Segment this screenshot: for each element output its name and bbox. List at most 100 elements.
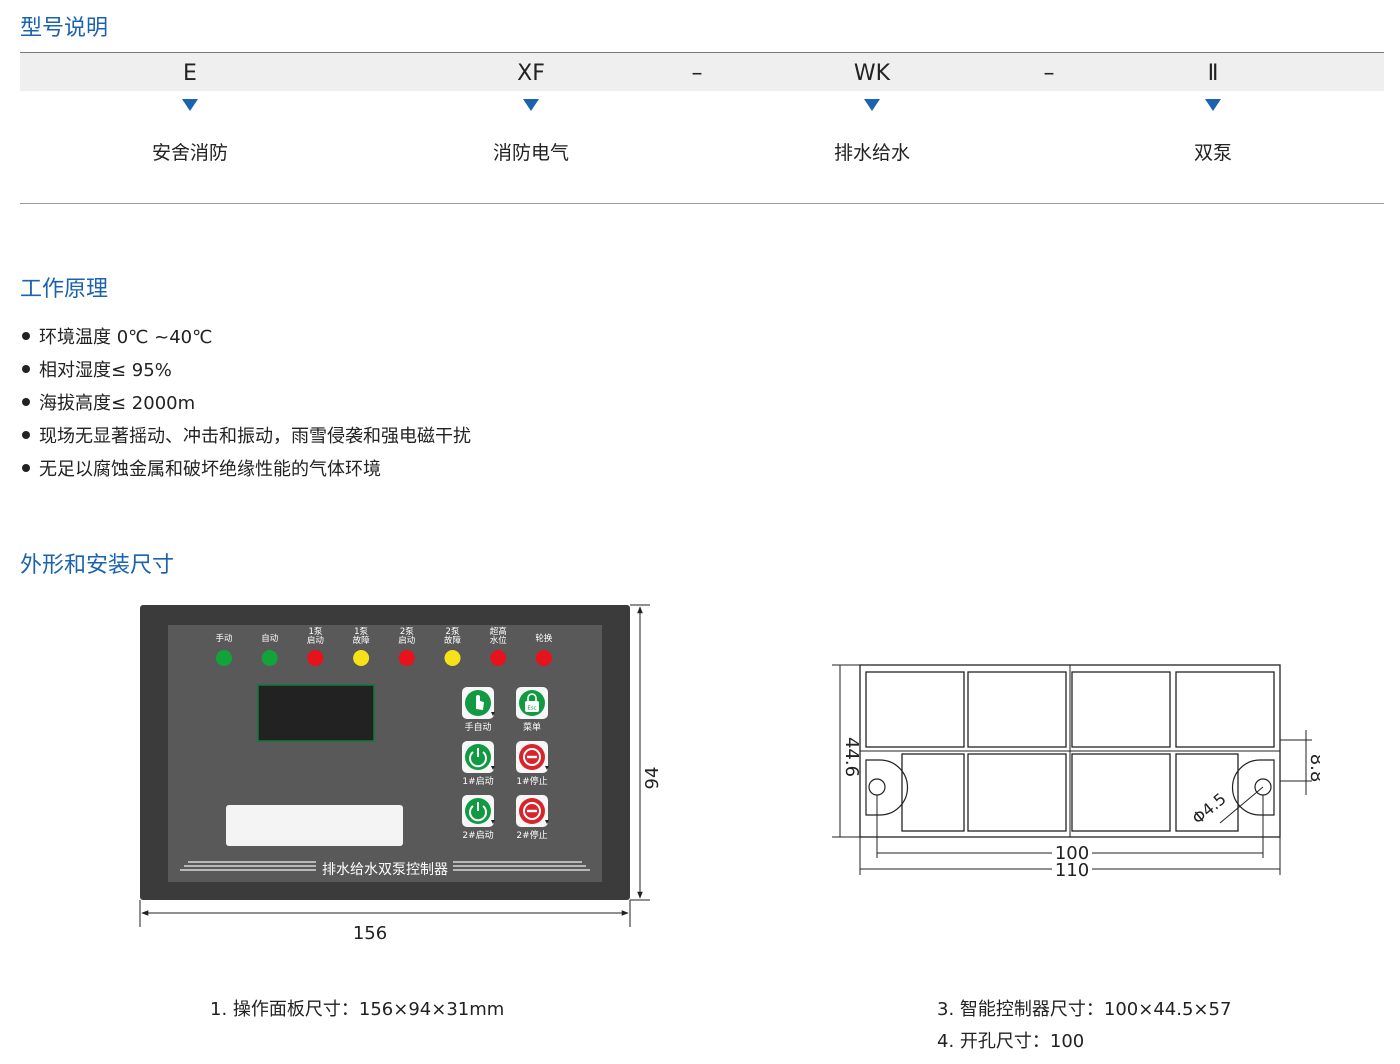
corner-marker-icon [545,766,549,770]
arrow-down-icon [864,99,880,111]
lock-body [525,701,539,712]
arrow-down-icon [182,99,198,111]
indicator-lamp [444,650,461,666]
caption-controller-size: 3. 智能控制器尺寸：100×44.5×57 [937,999,1232,1020]
control-button[interactable]: 2#启动 [462,795,495,841]
indicator-lamp [398,650,415,666]
panel-width-label: 156 [353,923,387,944]
button-group: 手自动 Esc 菜单 1#启动 1#停止 2#启动 2#停止 [462,687,549,841]
button-label: 1#停止 [516,775,547,787]
stop-glyph [523,802,541,820]
model-code-bar: E XF – WK – Ⅱ [20,52,1384,91]
indicator-label: 超高 [490,626,507,637]
corner-marker-icon [491,820,495,824]
arrow-down-icon [1205,99,1221,111]
right-mount-lug [1231,759,1275,816]
corner-marker-icon [491,712,495,716]
condition-text: 现场无显著摇动、冲击和振动，雨雪侵袭和强电磁干扰 [39,426,471,447]
button-label: 手自动 [464,721,491,733]
control-button[interactable]: 1#停止 [516,741,549,787]
indicator-lamp [261,650,278,666]
caption-cutout-size: 4. 开孔尺寸：100 [937,1031,1085,1052]
bullet-icon [22,464,30,472]
indicator-label: 1泵 [308,627,322,637]
indicator-label: 2泵 [446,627,460,637]
indicator-group: 手动自动1泵启动1泵故障2泵启动2泵故障超高水位轮换 [215,626,553,666]
stop-glyph [523,748,541,766]
indicator-label: 2泵 [400,627,414,637]
condition-text: 无足以腐蚀金属和破坏绝缘性能的气体环境 [39,459,381,480]
lock-shackle [527,693,537,701]
panel-name: 排水给水双泵控制器 [322,862,448,878]
lcd-display [257,684,375,742]
power-glyph [469,751,487,768]
condition-text: 海拔高度≤ 2000m [39,393,196,414]
divider [20,203,1384,204]
bullet-icon [22,398,30,406]
panel-height-label: 94 [642,767,663,790]
indicator-label: 轮换 [535,633,553,644]
inner-width-label: 100 [1055,843,1089,864]
indicator-label: 自动 [261,633,279,644]
indicator-label: 故障 [353,635,371,646]
hand-glyph [476,695,484,710]
corner-marker-icon [491,766,495,770]
menu-button[interactable]: Esc 菜单 [516,687,548,733]
controller-cells [865,671,1275,832]
model-meaning: 安舍消防 [151,142,229,164]
model-separator: – [1043,61,1055,86]
button-label: 菜单 [523,721,541,733]
bullet-icon [22,431,30,439]
indicator-label: 启动 [307,635,325,646]
indicator-label: 启动 [398,635,416,646]
condition-text: 环境温度 0℃ ~40℃ [39,327,213,348]
power-glyph [469,805,487,822]
model-meaning: 排水给水 [833,142,911,164]
model-separator: – [691,61,703,86]
label-window [226,805,403,846]
indicator-label: 手动 [215,633,233,644]
condition-item: 现场无显著摇动、冲击和振动，雨雪侵袭和强电磁干扰 [22,422,471,448]
controller-drawing: 44.6 8.8 Φ4.5 100 110 [832,664,1320,881]
model-meaning: 双泵 [1193,142,1233,164]
condition-item: 环境温度 0℃ ~40℃ [22,323,212,349]
section-title-model: 型号说明 [20,16,109,41]
button-label: 2#启动 [462,829,493,841]
model-code: Ⅱ [1207,61,1219,86]
corner-marker-icon [545,820,549,824]
outer-width-label: 110 [1055,860,1089,881]
arrow-down-icon [523,99,539,111]
button-label: 1#启动 [462,775,493,787]
hole-spacing-label: 8.8 [1306,754,1320,783]
esc-text: Esc [527,706,536,712]
condition-item: 海拔高度≤ 2000m [22,389,195,415]
condition-item: 相对湿度≤ 95% [22,356,172,382]
control-button[interactable]: 1#启动 [462,741,495,787]
indicator-label: 水位 [490,635,508,646]
controller-height-label: 44.6 [841,737,862,777]
button-label: 2#停止 [516,829,547,841]
bullet-icon [22,365,30,373]
indicator-lamp [216,650,232,666]
model-code: WK [853,61,891,86]
indicator-label: 故障 [444,635,462,646]
condition-text: 相对湿度≤ 95% [39,360,172,381]
section-title-dimensions: 外形和安装尺寸 [20,553,175,578]
panel-name-plate [180,861,590,871]
model-code: XF [517,61,545,86]
section-title-principle: 工作原理 [20,277,109,302]
bullet-icon [22,332,30,340]
condition-item: 无足以腐蚀金属和破坏绝缘性能的气体环境 [22,455,381,481]
model-meaning: 消防电气 [492,142,570,164]
caption-panel-size: 1. 操作面板尺寸：156×94×31mm [210,999,505,1020]
indicator-lamp [307,650,324,666]
indicator-label: 1泵 [354,627,368,637]
left-mount-lug [865,759,909,816]
control-button[interactable]: 手自动 [462,687,495,733]
indicator-lamp [490,650,507,666]
indicator-lamp [353,650,370,666]
control-button[interactable]: 2#停止 [516,795,549,841]
indicator-lamp [535,650,552,666]
model-code: E [183,61,197,86]
